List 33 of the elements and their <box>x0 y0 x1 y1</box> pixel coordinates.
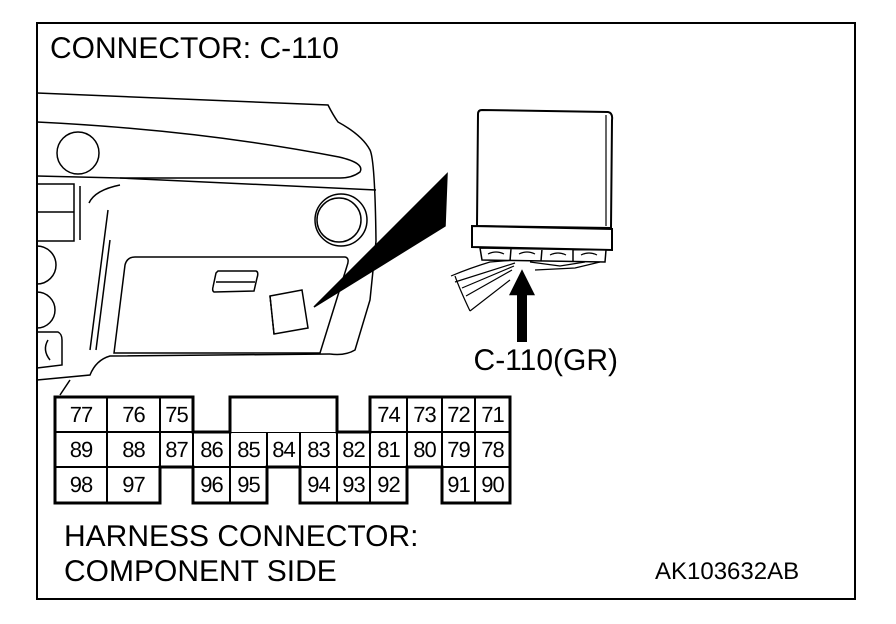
pin-number: 77 <box>55 397 107 432</box>
pin-number: 87 <box>160 432 193 467</box>
pin-number: 81 <box>370 432 407 467</box>
pin-number: 73 <box>407 397 442 432</box>
pin-number: 86 <box>193 432 230 467</box>
pin-number: 89 <box>55 432 107 467</box>
pin-number: 98 <box>55 467 107 503</box>
pin-number: 76 <box>107 397 160 432</box>
pin-number: 78 <box>475 432 510 467</box>
view-note: HARNESS CONNECTOR: COMPONENT SIDE <box>64 520 420 589</box>
pin-number: 96 <box>193 467 230 503</box>
pin-number: 83 <box>300 432 337 467</box>
pin-number: 92 <box>370 467 407 503</box>
pin-number: 74 <box>370 397 407 432</box>
pin-number: 84 <box>267 432 300 467</box>
pin-number: 80 <box>407 432 442 467</box>
pin-number: 95 <box>230 467 267 503</box>
pin-number: 91 <box>442 467 475 503</box>
pin-number: 82 <box>337 432 370 467</box>
pin-number: 75 <box>160 397 193 432</box>
pin-number: 90 <box>475 467 510 503</box>
figure-code: AK103632AB <box>655 560 800 584</box>
pin-number: 88 <box>107 432 160 467</box>
arrow <box>509 269 535 342</box>
pin-number: 71 <box>475 397 510 432</box>
pin-number: 93 <box>337 467 370 503</box>
pin-number: 85 <box>230 432 267 467</box>
pin-number: 79 <box>442 432 475 467</box>
connector-code-label: C-110(GR) <box>428 340 618 382</box>
pin-number: 94 <box>300 467 337 503</box>
pin-number: 97 <box>107 467 160 503</box>
diagram-title: CONNECTOR: C-110 <box>50 34 339 64</box>
pin-number: 72 <box>442 397 475 432</box>
